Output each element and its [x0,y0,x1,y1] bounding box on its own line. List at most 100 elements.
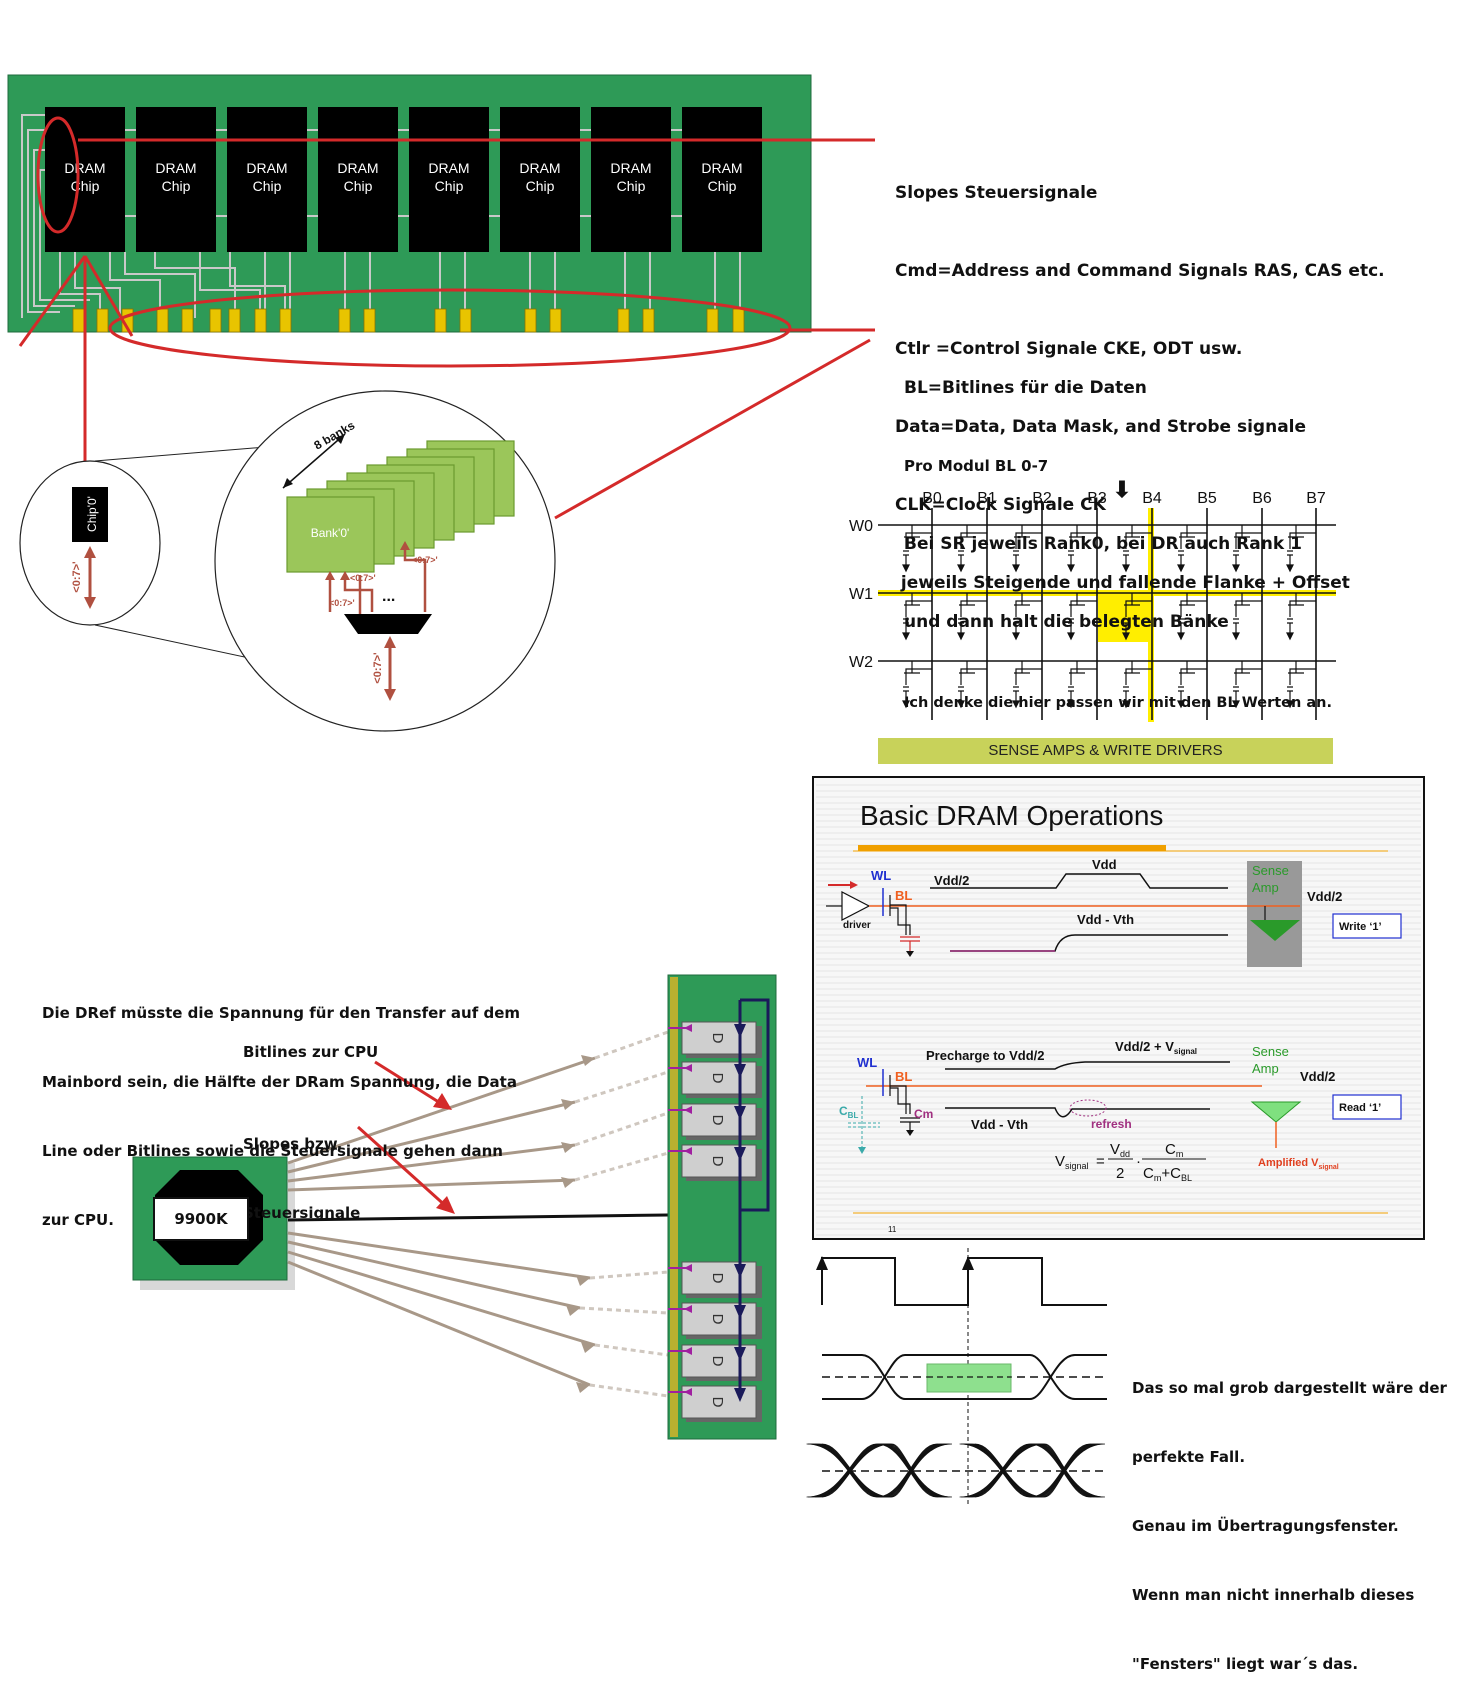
red-annotations [18,116,875,520]
dram-chip [409,107,489,252]
svg-text:=: = [1096,1153,1105,1170]
dref-line-0: Die DRef müsste die Spannung für den Tra… [42,1004,521,1022]
dram-chip-label-line1: DRAM [519,160,560,176]
slide-accent-bar [858,845,1166,851]
read-amp-label: Amp [1252,1061,1279,1076]
diagram-canvas: DRAM Chip DRAM Chip DRAM Chip DRAM Chip DRAM Chip… [7,74,1425,1505]
dram-chip-label-line2: Chip [162,178,191,194]
bank-ellipsis: ... [382,588,395,605]
slopes-line-4: CLK=Clock Signale CK [895,495,1106,515]
bitline-line-3: und dann halt die belegten Bänke [904,612,1229,632]
dref-line-3: zur CPU. [42,1211,114,1229]
zoom-chip-circle: Chip'0' <0:7>' [19,460,161,626]
bitline-label: B3 [1087,490,1107,507]
window-line-1: perfekte Fall. [1132,1448,1246,1466]
dram-chip [45,107,125,252]
cmd-signal-ellipse [36,116,80,234]
dref-line-2: Line oder Bitlines sowie die Steuersigna… [42,1142,503,1160]
gold-pin [524,308,537,333]
window-line-3: Wenn man nicht innerhalb dieses [1132,1586,1415,1604]
slopes-line-1: Cmd=Address and Command Signals RAS, CAS… [895,261,1385,281]
window-line-0: Das so mal grob dargestellt wäre der [1132,1379,1447,1397]
gold-pin [549,308,562,333]
module-chip-letter: D [709,1273,726,1284]
read-sense-label: Sense [1252,1044,1289,1059]
write-amp-label: Amp [1252,880,1279,895]
slopes-cpu-label: Slopes bzw. Steuersignale [243,1087,360,1248]
dram-chip [318,107,398,252]
module-chip-letter: D [709,1356,726,1367]
gold-pin [254,308,267,333]
gold-pin [96,308,109,333]
slopes-line-2: Ctlr =Control Signale CKE, ODT usw. [895,339,1243,359]
read-cbl-label: CBL [839,1104,858,1120]
chip0-label: Chip'0' [85,496,99,532]
dram-chip-label-line1: DRAM [701,160,742,176]
dram-chip-label-line2: Chip [253,178,282,194]
bitline-highlight [1148,508,1154,722]
gold-pin [338,308,351,333]
dram-chip-label-line2: Chip [71,178,100,194]
svg-text:Cm+CBL: Cm+CBL [1143,1165,1192,1183]
bitline-label: B1 [977,490,997,507]
dram-chip-label-line2: Chip [526,178,555,194]
module-chip-letter: D [709,1073,726,1084]
dram-chip [591,107,671,252]
read-operation: WL BL CBL Cm Precharge to Vdd/2 Vdd/2 + … [839,1039,1402,1183]
bitline-label: B4 [1142,490,1162,507]
write-wl-label: WL [871,868,891,883]
bitline-line-1: Pro Modul BL 0-7 [904,457,1049,475]
slide-title: Basic DRAM Operations [860,800,1164,831]
gold-pin [209,308,222,333]
bitline-label: B7 [1306,490,1326,507]
module-chip-letter: D [709,1156,726,1167]
gold-pin [617,308,630,333]
wordline-label: W0 [849,518,873,535]
gold-pin [181,308,194,333]
svg-text:Cm: Cm [1165,1141,1183,1159]
dram-chip-label-line2: Chip [344,178,373,194]
write-vdd2-left: Vdd/2 [934,873,969,888]
bitline-notes: BL=Bitlines für die Daten Pro Modul BL 0… [904,323,1332,745]
dram-chip-label-line1: DRAM [246,160,287,176]
subbus-label-2: <0:7>' [412,555,438,565]
module-chip [681,1103,757,1137]
dref-notes: Die DRef müsste die Spannung für den Tra… [42,956,520,1255]
slopes-line-0: Slopes Steuersignale [895,183,1098,203]
dram-chip-label-line1: DRAM [337,160,378,176]
window-line-4: "Fensters" liegt war´s das. [1132,1655,1359,1673]
dram-chip-label-line2: Chip [435,178,464,194]
dram-chip-label-line1: DRAM [64,160,105,176]
timing-eye-diagram [806,1248,1107,1505]
dram-chip [227,107,307,252]
module-chip-letter: D [709,1115,726,1126]
window-notes: Das so mal grob dargestellt wäre der per… [1132,1331,1447,1699]
write-one-box: Write ‘1’ [1339,921,1382,933]
dram-chip-label-line2: Chip [617,178,646,194]
slopes-notes: Slopes Steuersignale Cmd=Address and Com… [895,128,1385,622]
dram-chip [682,107,762,252]
dram-chip [136,107,216,252]
zoom-banks-circle: 8 banks Bank'0' <0:7>' <0:7>' <0:7>' ...… [214,390,556,732]
subbus-label-3: <0:7>' [329,598,355,608]
cpu-model-label: 9900K [153,1197,249,1241]
read-wl-label: WL [857,1055,877,1070]
read-vdd2-right: Vdd/2 [1300,1069,1335,1084]
read-one-box: Read ‘1’ [1339,1102,1381,1114]
dram-operations-slide: WL BL driver Vdd/2 Vdd Vdd - Vth Sense A… [812,776,1425,1240]
svg-text:Vsignal: Vsignal [1055,1153,1089,1171]
down-arrow-icon: ⬇ [1113,477,1131,502]
dram-chip-label-line2: Chip [708,178,737,194]
dref-line-1: Mainbord sein, die Hälfte der DRam Spann… [42,1073,517,1091]
bank-layer [286,496,375,573]
gold-pin [279,308,292,333]
svg-text:·: · [1136,1153,1141,1170]
slopes-line-3: Data=Data, Data Mask, and Strobe signale [895,417,1307,437]
dimm-module: DRAM Chip DRAM Chip DRAM Chip DRAM Chip DRAM Chip… [7,74,812,333]
slopes-cpu-line-0: Slopes bzw. [243,1135,343,1153]
gold-pin [228,308,241,333]
bitline-label: B6 [1252,490,1272,507]
cpu-signal-lines [287,1030,669,1398]
gold-pin [363,308,376,333]
chip-bus-label: <0:7>' [71,561,83,593]
